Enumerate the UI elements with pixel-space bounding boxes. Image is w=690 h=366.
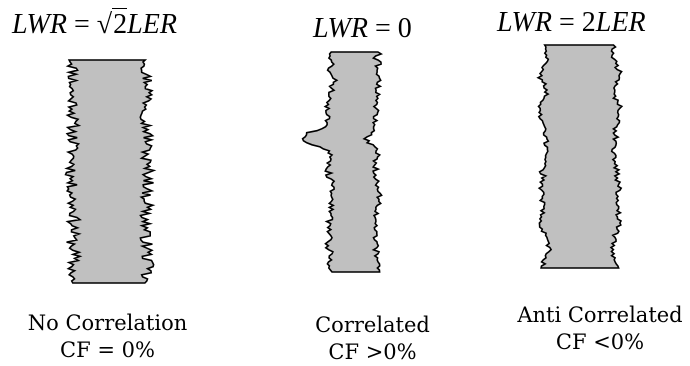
caption-title: Correlated xyxy=(315,313,430,337)
formula-lhs: LWR xyxy=(12,9,67,40)
caption-title: No Correlation xyxy=(27,311,188,335)
line-profile-anti-correlated xyxy=(536,44,624,269)
formula-value: 0 xyxy=(397,13,412,44)
line-profile-uncorrelated xyxy=(64,59,157,284)
caption-correlated: Correlated CF >0% xyxy=(300,312,445,366)
formula-lhs: LWR xyxy=(313,13,368,44)
caption-cf-value: CF <0% xyxy=(555,330,645,354)
formula-rhs: LER xyxy=(595,7,646,38)
formula-no-correlation: LWR = √2LER xyxy=(12,8,177,42)
formula-anti-correlated: LWR = 2LER xyxy=(497,6,646,40)
caption-anti-correlated: Anti Correlated CF <0% xyxy=(510,302,690,356)
caption-cf-value: CF >0% xyxy=(328,340,417,364)
sqrt-symbol: √ xyxy=(96,9,113,40)
formula-equals: = xyxy=(374,13,391,44)
formula-equals: = xyxy=(558,7,575,38)
sqrt-argument: 2 xyxy=(112,8,128,40)
line-profile-correlated xyxy=(301,51,384,273)
caption-title: Anti Correlated xyxy=(517,303,683,327)
caption-cf-value: CF = 0% xyxy=(60,338,155,362)
formula-rhs: LER xyxy=(127,9,177,40)
formula-coefficient: 2 xyxy=(581,7,596,38)
formula-equals: = xyxy=(73,9,90,40)
formula-lhs: LWR xyxy=(497,7,552,38)
formula-correlated: LWR = 0 xyxy=(313,12,412,46)
caption-no-correlation: No Correlation CF = 0% xyxy=(15,310,200,364)
